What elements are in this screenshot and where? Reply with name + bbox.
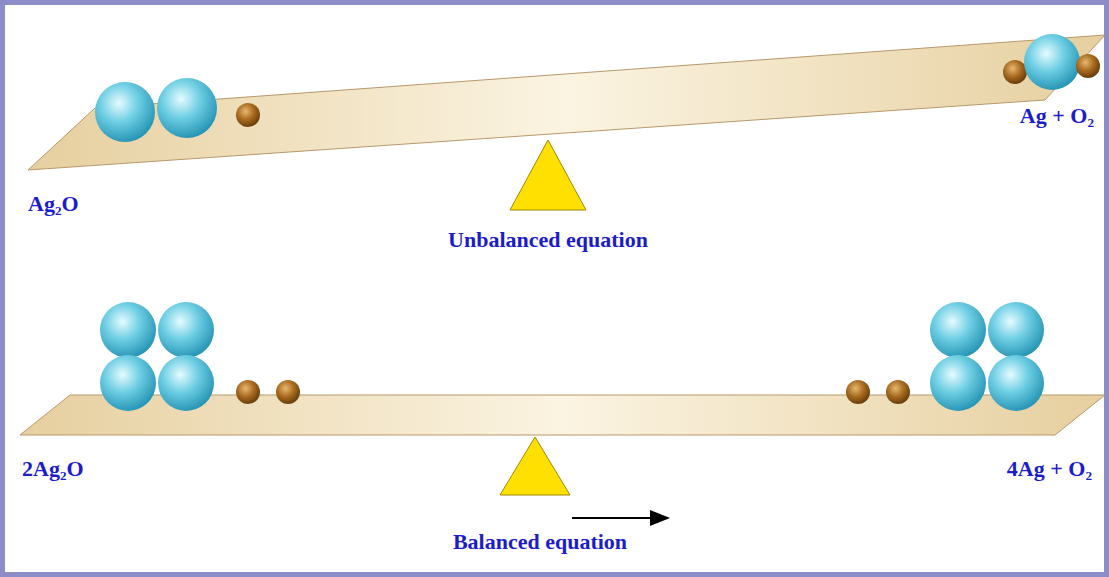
caption-label: Unbalanced equation (448, 228, 648, 252)
atoms-left-bottom (100, 302, 300, 411)
frame-border (3, 3, 1107, 575)
atoms-right-bottom (846, 302, 1044, 411)
caption-label: Balanced equation (453, 530, 627, 554)
tilted-plank (28, 35, 1105, 170)
formula-label: 4Ag + O₂ (1007, 457, 1092, 481)
atoms-right-top (1003, 34, 1100, 90)
direction-arrow (572, 517, 668, 519)
atoms-left-top (95, 78, 260, 142)
formula-label: Ag + O₂ (1020, 104, 1094, 128)
formula-label: Ag₂O (28, 192, 79, 216)
formula-label: 2Ag₂O (22, 457, 84, 481)
fulcrum (510, 140, 586, 210)
fulcrum (500, 437, 570, 495)
